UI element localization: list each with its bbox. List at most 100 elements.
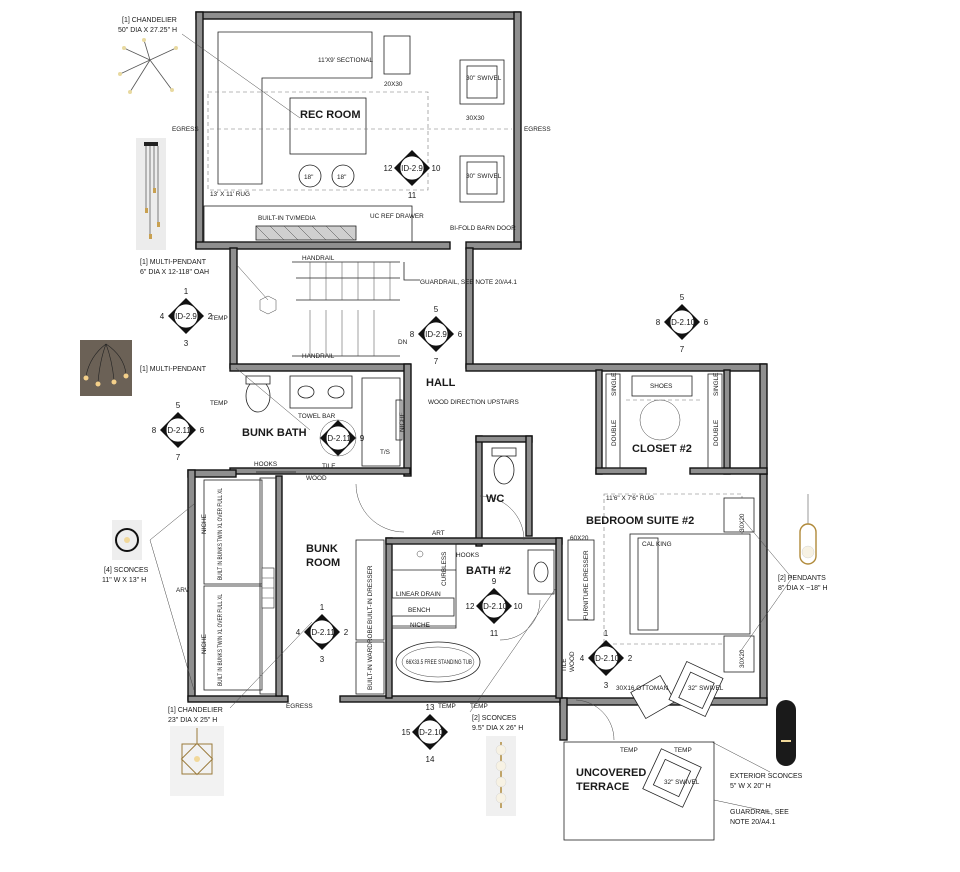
elevation-view-number: 8 — [410, 330, 415, 339]
wall-sconce-icon — [112, 520, 142, 560]
label-temp-bath: TEMP — [210, 400, 228, 407]
label-curbless: CURBLESS — [441, 552, 448, 586]
label-builtin-wardrobe: BUILT-IN WARDROBE — [367, 625, 374, 690]
callout-sconces4-size: 11" W X 13" H — [102, 577, 146, 584]
label-egress-west: EGRESS — [172, 126, 199, 133]
callout-leaders — [149, 33, 793, 813]
globe-sconce-icon — [486, 736, 516, 816]
elevation-marker-center — [669, 309, 695, 335]
elevation-marker-center — [593, 645, 619, 671]
label-niche-bunk-bath: NICHE — [399, 412, 406, 432]
label-linear-drain: LINEAR DRAIN — [396, 591, 441, 598]
label-tub: 66X33.5 FREE STANDING TUB — [406, 659, 472, 666]
elevation-view-number: 5 — [434, 305, 439, 314]
elevation-view-number: 6 — [704, 318, 709, 327]
room-label-bunk-line2: ROOM — [306, 557, 340, 569]
elevation-view-number: 2 — [208, 312, 213, 321]
elevation-view-number: 2 — [344, 628, 349, 637]
label-shoes: SHOES — [650, 383, 672, 390]
elevation-view-number: 3 — [184, 339, 189, 348]
callout-exterior-title: EXTERIOR SCONCES — [730, 773, 803, 780]
elevation-tag-id: ID-2.11 — [165, 426, 191, 435]
elevation-view-number: 14 — [426, 755, 435, 764]
callout-pendants2-size: 8" DIA X ~18" H — [778, 585, 828, 592]
label-single-right: SINGLE — [713, 373, 720, 396]
elevation-marker-center — [165, 417, 191, 443]
elevation-view-number: 6 — [200, 426, 205, 435]
label-bifold: BI-FOLD BARN DOOR — [450, 225, 516, 232]
label-temp-terrace-b: TEMP — [674, 747, 692, 754]
label-wood-bath: WOOD — [306, 475, 327, 482]
label-wood-bedroom: WOOD — [569, 651, 576, 672]
label-wood-direction: WOOD DIRECTION UPSTAIRS — [428, 399, 519, 406]
room-label-bunk-line1: BUNK — [306, 543, 338, 555]
label-hooks-bath: HOOKS — [254, 461, 277, 468]
elevation-view-number: 12 — [384, 164, 393, 173]
label-cal-king: CAL KING — [642, 541, 672, 548]
callout-multipendant2-title: [1] MULTI-PENDANT — [140, 366, 207, 373]
multi-pendant-icon — [80, 340, 132, 396]
elevation-view-number: 1 — [604, 629, 609, 638]
label-art: ART — [432, 530, 445, 537]
elevation-view-number: 1 — [320, 603, 325, 612]
stair-treads — [309, 262, 391, 356]
elevation-view-number: 10 — [514, 602, 523, 611]
callout-multipendant1-size: 6" DIA X 12-118" OAH — [140, 269, 209, 276]
elevation-view-number: 7 — [680, 345, 685, 354]
room-labels: REC ROOM HALL BUNK BATH BUNK ROOM WC BAT… — [242, 109, 694, 793]
label-stool-2: 18" — [337, 174, 346, 181]
callout-sconces2-title: [2] SCONCES — [472, 715, 517, 722]
elevation-view-number: 3 — [320, 655, 325, 664]
label-uc-ref: UC REF DRAWER — [370, 213, 424, 220]
label-hooks-bath2: HOOKS — [456, 552, 479, 559]
label-rug-bedroom: 11'6" X 7'6" RUG — [606, 495, 654, 502]
elevation-view-number: 13 — [426, 703, 435, 712]
room-label-hall: HALL — [426, 377, 456, 389]
elevation-view-number: 7 — [176, 453, 181, 462]
label-arv: ARV — [176, 587, 190, 594]
pendant-light-icon — [799, 494, 817, 565]
elevation-view-number: 4 — [160, 312, 165, 321]
elevation-view-number: 8 — [152, 426, 157, 435]
elevation-view-number: 5 — [680, 293, 685, 302]
label-table-20x30: 20X30 — [384, 81, 403, 88]
label-tile-bath: TILE — [322, 463, 336, 470]
label-tile-bedroom: TILE — [561, 659, 568, 673]
label-double-left: DOUBLE — [611, 420, 618, 446]
label-bunks-upper: BUILT IN BUNKS TWIN XL OVER FULL XL — [217, 488, 224, 580]
callout-guardrail-title: GUARDRAIL, SEE — [730, 809, 789, 816]
label-builtin-dresser: BUILT-IN DRESSER — [367, 565, 374, 624]
elevation-marker-center — [173, 303, 199, 329]
label-swivel-terrace: 32" SWIVEL — [664, 779, 700, 786]
elevation-view-number: 2 — [628, 654, 633, 663]
elevation-view-number: 4 — [580, 654, 585, 663]
room-label-closet2: CLOSET #2 — [632, 443, 692, 455]
elevation-view-number: 9 — [492, 577, 497, 586]
label-swivel-upper: 30" SWIVEL — [466, 75, 502, 82]
label-handrail-bottom: HANDRAIL — [302, 353, 335, 360]
elevation-view-number: 1 — [184, 287, 189, 296]
callout-chandelier2-title: [1] CHANDELIER — [168, 707, 223, 714]
callout-guardrail-note: NOTE 20/A4.1 — [730, 819, 776, 826]
elevation-view-number: 11 — [408, 191, 417, 200]
callout-sconces4-title: [4] SCONCES — [104, 567, 149, 574]
elevation-tag-id: ID-2.10 — [417, 728, 444, 737]
label-builtin-tv: BUILT-IN TV/MEDIA — [258, 215, 316, 222]
callout-chandelier1-title: [1] CHANDELIER — [122, 17, 177, 24]
room-label-wc: WC — [486, 493, 504, 505]
chandelier-icon — [118, 38, 178, 94]
elevation-view-number: 7 — [434, 357, 439, 366]
multi-pendant-icon — [136, 138, 166, 250]
elevation-marker-center — [417, 719, 443, 745]
label-niche-bunk-lower: NICHE — [201, 634, 208, 654]
elevation-tag-id: ID-2.9 — [425, 330, 447, 339]
label-towel-bar: TOWEL BAR — [298, 413, 336, 420]
